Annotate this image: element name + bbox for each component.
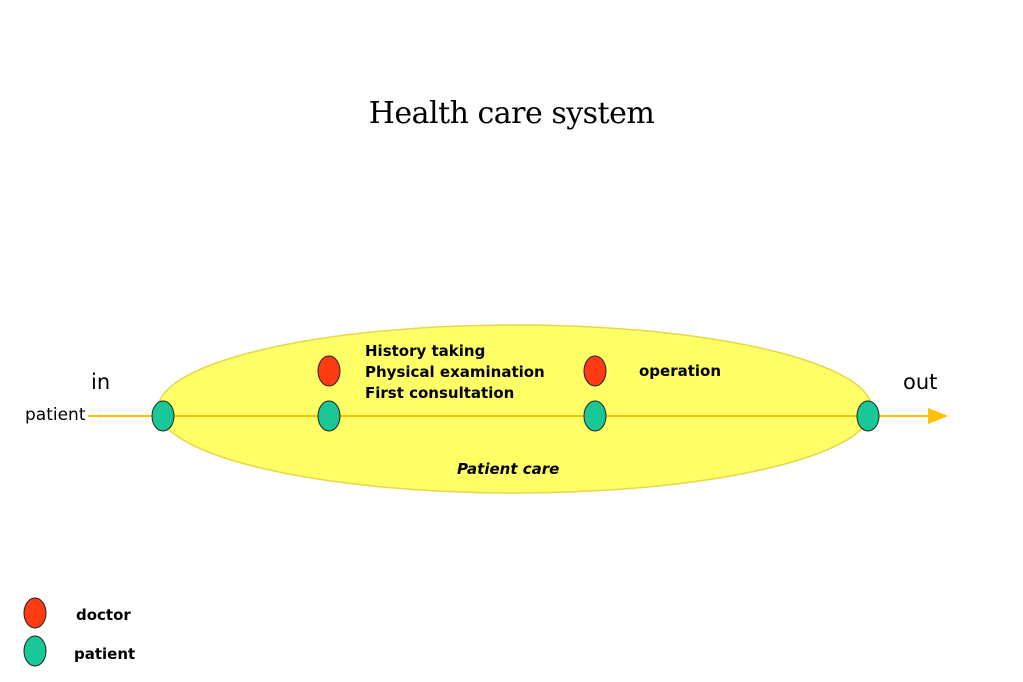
exit-label: out bbox=[903, 370, 938, 394]
stage-one-label: History taking Physical examination Firs… bbox=[365, 341, 545, 404]
region-label: Patient care bbox=[457, 460, 560, 478]
legend-patient-label: patient bbox=[74, 645, 136, 663]
legend-doctor-label: doctor bbox=[76, 606, 131, 624]
patient-node-exit bbox=[856, 400, 880, 432]
doctor-node-operation bbox=[583, 355, 607, 387]
patient-node-operation bbox=[583, 400, 607, 432]
entry-label: in bbox=[91, 370, 111, 394]
legend-doctor-marker bbox=[23, 597, 47, 629]
legend-patient-marker bbox=[23, 635, 47, 667]
page-title: Health care system bbox=[368, 96, 655, 131]
stage-one-line-examination: Physical examination bbox=[365, 363, 545, 381]
patient-node-history bbox=[317, 400, 341, 432]
stage-one-line-consultation: First consultation bbox=[365, 384, 515, 402]
stage-one-line-history: History taking bbox=[365, 342, 486, 360]
patient-node-entry bbox=[151, 400, 175, 432]
patient-flow-label: patient bbox=[25, 405, 86, 425]
stage-two-label: operation bbox=[639, 362, 722, 380]
doctor-node-history bbox=[317, 355, 341, 387]
